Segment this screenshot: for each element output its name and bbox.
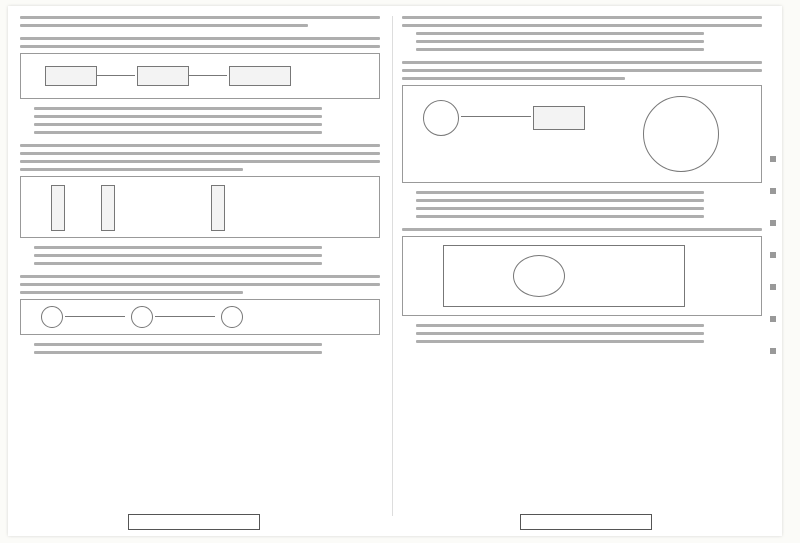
figure-cell-process <box>20 53 380 99</box>
question-block <box>402 228 762 343</box>
question-block <box>402 61 762 218</box>
question-block <box>20 16 380 27</box>
figure-rna-silencing <box>20 299 380 335</box>
seal-line-marks <box>768 156 778 386</box>
right-column <box>402 16 762 516</box>
figure-vacuole-transport <box>402 236 762 316</box>
question-block <box>20 144 380 265</box>
column-divider <box>392 16 393 516</box>
page-footer-left <box>128 514 260 530</box>
page-footer-right <box>520 514 652 530</box>
question-block <box>20 37 380 134</box>
question-block <box>402 16 762 51</box>
question-block <box>20 275 380 354</box>
figure-hpv-cycle <box>402 85 762 183</box>
exam-sheet <box>8 6 782 536</box>
figure-dna-tubes <box>20 176 380 238</box>
left-column <box>20 16 380 516</box>
